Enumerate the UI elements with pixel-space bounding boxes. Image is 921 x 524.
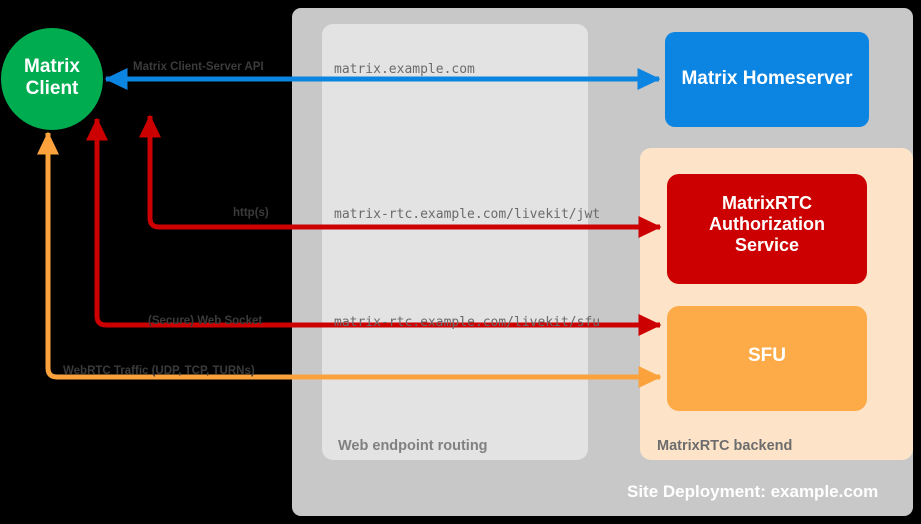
- zone-web-endpoint-routing: [322, 24, 588, 460]
- node-matrix-homeserver[interactable]: [665, 32, 869, 127]
- node-matrixrtc-authorization-service[interactable]: [667, 174, 867, 284]
- edge-livekit-jwt: [139, 114, 662, 238]
- edge-livekit-sfu: [86, 117, 662, 336]
- node-matrix-client[interactable]: [1, 28, 103, 130]
- edge-webrtc-traffic: [37, 131, 662, 388]
- node-sfu[interactable]: [667, 306, 867, 411]
